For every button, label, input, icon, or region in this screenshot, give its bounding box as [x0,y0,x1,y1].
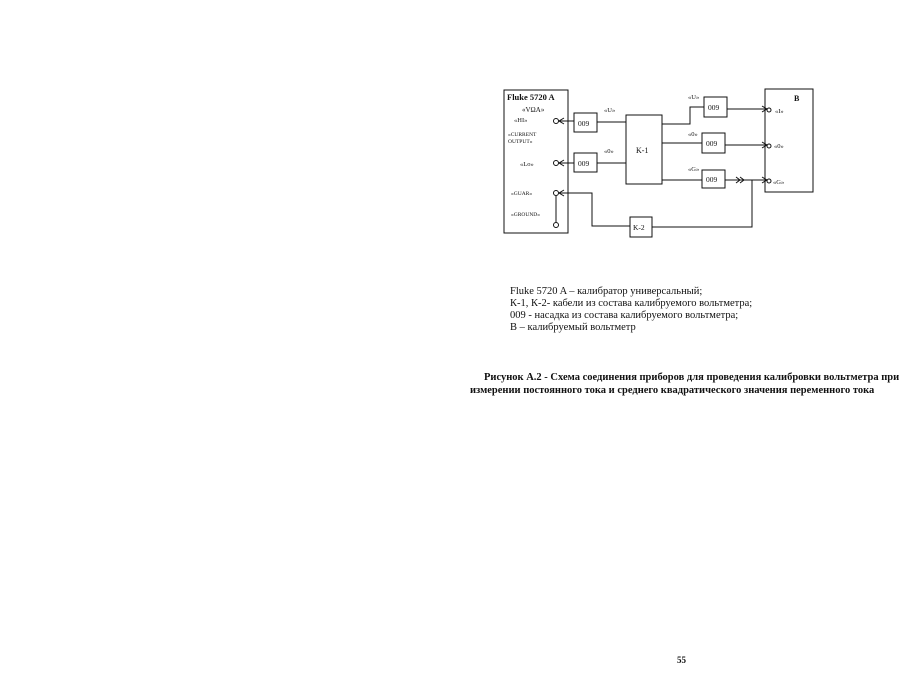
fluke-lo-label: «Lo» [520,161,534,168]
legend-line: Fluke 5720 A – калибратор универсальный; [510,286,703,297]
svg-text:«I»: «I» [775,108,784,115]
svg-text:«G»: «G» [773,179,784,186]
svg-text:«0»: «0» [688,131,698,138]
nozzle-009-u [703,96,728,118]
fluke-title: Fluke 5720 A [507,92,556,102]
svg-text:009: 009 [578,119,590,128]
cable-k2 [629,216,653,238]
fluke-vohm-label: «VΩA» [522,106,545,114]
fluke-ground-label: «GROUND» [511,212,540,218]
fluke-box [503,89,569,234]
legend-line: 009 - насадка из состава калибруемого во… [510,310,739,321]
svg-text:«0»: «0» [774,143,784,150]
fluke-current-label: «CURRENT [508,132,537,138]
nozzle-009-g [701,169,726,189]
fluke-hi-label: «HI» [514,117,527,124]
svg-text:«G»: «G» [688,166,699,173]
fluke-guard-label: «GUAR» [511,191,532,197]
svg-text:«U»: «U» [604,107,615,114]
figure-caption: измерении постоянного тока и среднего кв… [470,385,875,396]
nozzle-009-0 [701,132,726,154]
figure-caption: Рисунок А.2 - Схема соединения приборов … [484,372,900,383]
svg-text:009: 009 [706,175,718,184]
svg-text:009: 009 [706,139,718,148]
svg-text:«0»: «0» [604,148,614,155]
svg-text:K-2: K-2 [633,223,645,232]
legend-line: В – калибруемый вольтметр [510,322,636,333]
legend-line: К-1, К-2- кабели из состава калибруемого… [510,298,753,309]
svg-text:B: B [794,94,800,103]
svg-text:009: 009 [578,159,590,168]
cable-k1 [625,114,663,185]
fluke-output-label: OUTPUT» [508,139,533,145]
page-number: 55 [677,655,686,665]
svg-text:009: 009 [708,103,720,112]
svg-text:K-1: K-1 [636,146,648,155]
voltmeter-box [764,88,814,193]
svg-text:«U»: «U» [688,94,699,101]
